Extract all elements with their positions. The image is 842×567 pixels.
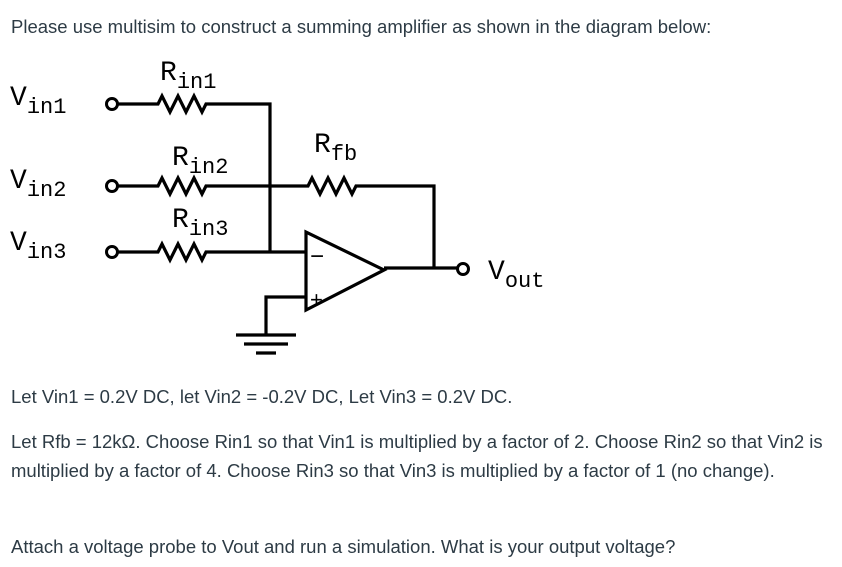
op-amp-symbol	[304, 229, 388, 313]
vin2-label: Vin2	[10, 166, 66, 203]
vout-label: Vout	[488, 257, 544, 294]
vout-terminal	[456, 262, 470, 276]
summing-amplifier-diagram: Vin1 Vin2 Vin3 Rin1 Rin2 Rin3 Rfb − + Vo…	[10, 58, 544, 355]
ground-icon	[236, 333, 296, 355]
rin3-resistor	[118, 240, 306, 264]
vin2-terminal	[105, 179, 119, 193]
vin3-terminal	[105, 245, 119, 259]
paragraph-resistor-choices: Let Rfb = 12kΩ. Choose Rin1 so that Vin1…	[11, 431, 823, 481]
instruction-intro: Please use multisim to construct a summi…	[11, 16, 712, 37]
rfb-label: Rfb	[314, 130, 357, 167]
op-amp-inverting-sign: −	[310, 243, 324, 270]
op-amp-noninverting-sign: +	[310, 287, 323, 312]
paragraph-input-voltages: Let Vin1 = 0.2V DC, let Vin2 = -0.2V DC,…	[11, 386, 513, 407]
rin1-resistor	[118, 92, 272, 252]
vin1-label: Vin1	[10, 83, 66, 120]
vin1-terminal	[105, 97, 119, 111]
rfb-resistor	[270, 174, 436, 268]
paragraph-question: Attach a voltage probe to Vout and run a…	[11, 536, 676, 557]
rin2-resistor	[118, 174, 270, 198]
ground-wire	[264, 295, 306, 334]
rin2-label: Rin2	[172, 143, 228, 180]
vin3-label: Vin3	[10, 228, 66, 265]
rin3-label: Rin3	[172, 205, 228, 242]
rin1-label: Rin1	[160, 58, 216, 95]
